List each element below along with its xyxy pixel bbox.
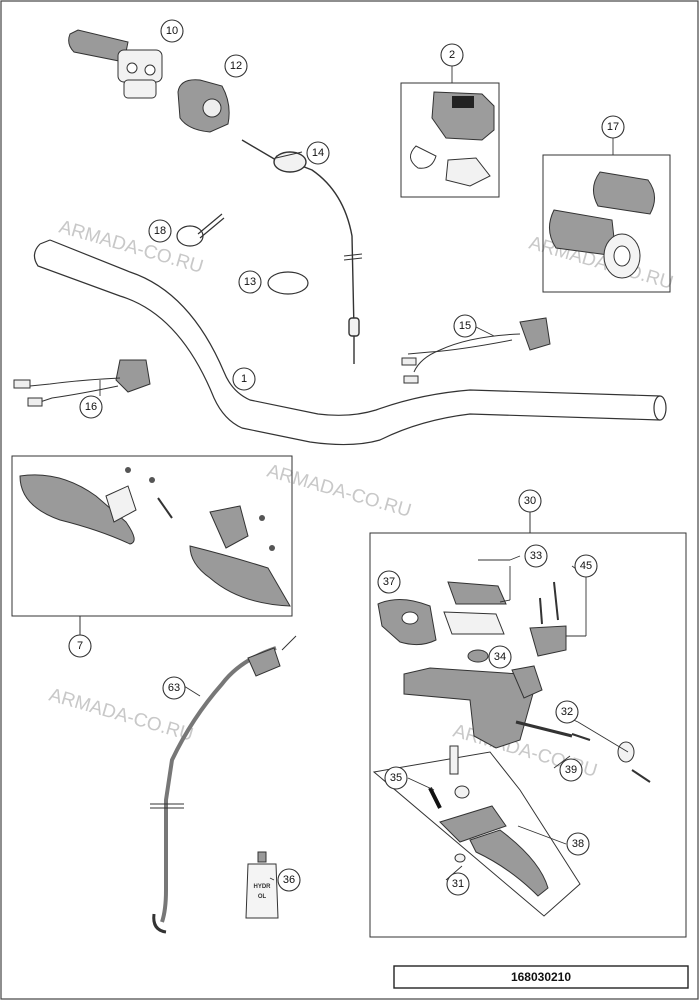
callout-circle [559,758,583,782]
callout-33: 33 [524,544,548,568]
callout-14: 14 [306,141,330,165]
callout-number: 10 [166,25,178,37]
callout-30: 30 [518,489,542,513]
callout-circle [224,54,248,78]
callout-circle [238,270,262,294]
callout-number: 16 [85,401,97,413]
diagram-number-box: 168030210 [393,965,689,989]
callout-number: 13 [244,276,256,288]
callout-number: 34 [494,651,506,663]
callout-45: 45 [574,554,598,578]
callout-number: 15 [459,320,471,332]
callout-31: 31 [446,872,470,896]
callout-number: 63 [168,682,180,694]
throttle-cable-part [241,139,363,364]
callout-circle [68,634,92,658]
cable-tie-part [176,213,225,247]
callout-circle [574,554,598,578]
callout-39: 39 [559,758,583,782]
callout-2: 2 [440,43,464,67]
switch-assembly-part [400,82,500,198]
hot-start-lever-part [13,359,151,407]
callout-circle [79,395,103,419]
watermark: ARMADA-CO.RU [265,461,414,522]
callout-number: 12 [230,60,242,72]
callout-number: 18 [154,225,166,237]
callouts: 10 12 2 17 14 18 13 15 1 16 7 30 33 37 45 34 32 39 35 38 31 6… [68,19,625,896]
callout-circle [440,43,464,67]
callout-63: 63 [162,676,186,700]
callout-circle [453,314,477,338]
oil-label-line2: OL [258,894,267,900]
callout-15: 15 [453,314,477,338]
callout-circle [601,115,625,139]
callout-12: 12 [224,54,248,78]
diagram-number: 168030210 [511,970,571,984]
throttle-cover-part [177,79,230,133]
callout-circle [277,868,301,892]
callout-number: 31 [452,878,464,890]
callout-36: 36 [277,868,301,892]
callout-38: 38 [566,832,590,856]
callout-17: 17 [601,115,625,139]
callout-number: 33 [530,550,542,562]
callout-circle [518,489,542,513]
handlebar-part [33,239,667,446]
callout-circle [377,570,401,594]
watermarks: ARMADA-CO.RU ARMADA-CO.RU ARMADA-CO.RU A… [47,217,676,782]
callout-18: 18 [148,219,172,243]
callout-circle [306,141,330,165]
brake-hose-part [150,635,297,934]
oil-label-line1: HYDR [253,884,271,890]
callout-number: 37 [383,576,395,588]
callout-circle [160,19,184,43]
callout-circle [232,367,256,391]
callout-number: 38 [572,838,584,850]
callout-number: 2 [449,49,455,61]
hydraulic-oil-bottle-part: HYDR OL [245,851,279,919]
master-cylinder-part [369,512,687,938]
callout-circle [446,872,470,896]
callout-circle [566,832,590,856]
callout-number: 45 [580,560,592,572]
callout-number: 30 [524,495,536,507]
callout-circle [555,700,579,724]
handguard-kit-part [11,455,293,617]
o-ring-part [267,271,309,295]
callout-number: 1 [241,373,247,385]
callout-13: 13 [238,270,262,294]
callout-1: 1 [232,367,256,391]
callout-number: 17 [607,121,619,133]
callout-7: 7 [68,634,92,658]
callout-34: 34 [488,645,512,669]
watermark: ARMADA-CO.RU [57,217,206,278]
grips-part [542,154,671,293]
callout-35: 35 [384,766,408,790]
callout-circle [488,645,512,669]
callout-circle [384,766,408,790]
callout-number: 7 [77,640,83,652]
callout-number: 35 [390,772,402,784]
throttle-grip-part [68,29,163,99]
callout-number: 14 [312,147,324,159]
callout-10: 10 [160,19,184,43]
callout-circle [148,219,172,243]
callout-number: 36 [283,874,295,886]
callout-circle [162,676,186,700]
callout-circle [524,544,548,568]
callout-number: 39 [565,764,577,776]
callout-37: 37 [377,570,401,594]
kill-switch-part [401,317,551,384]
callout-number: 32 [561,706,573,718]
callout-32: 32 [555,700,579,724]
callout-16: 16 [79,395,103,419]
